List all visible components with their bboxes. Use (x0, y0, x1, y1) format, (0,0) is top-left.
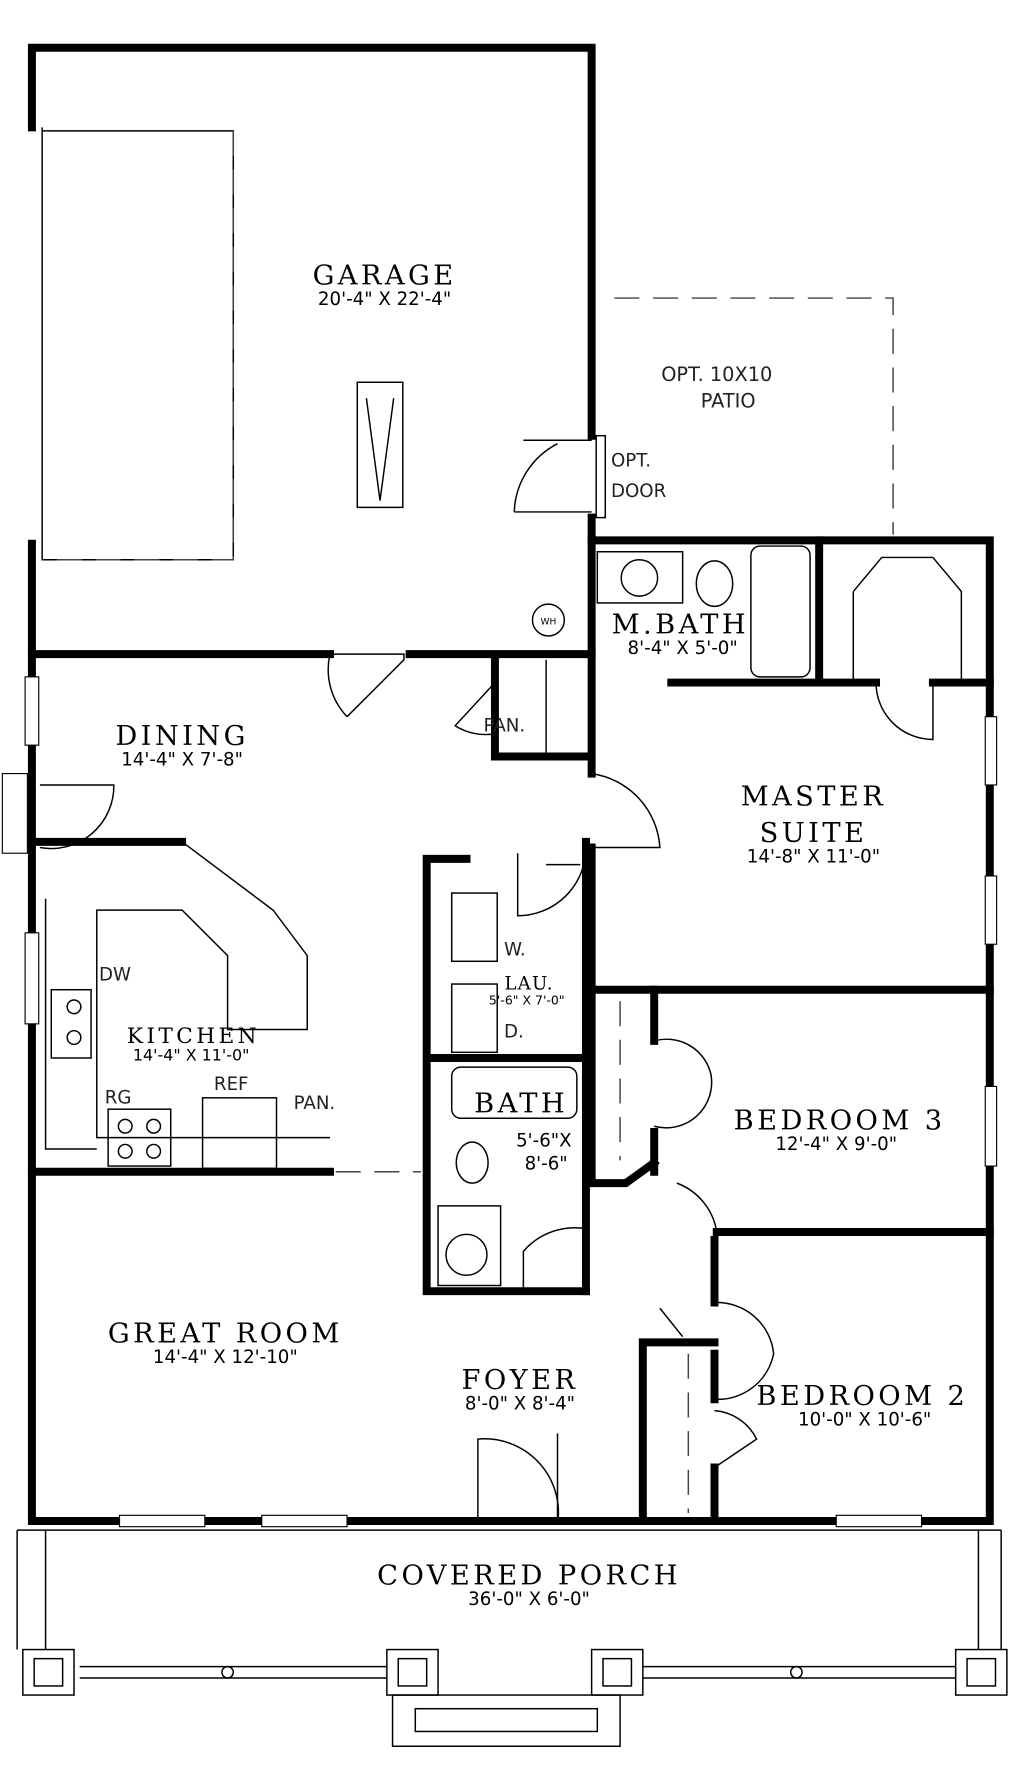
opt-door-note: OPT. (611, 450, 651, 471)
dishwasher-label: DW (99, 965, 131, 986)
pantry-label: PAN. (484, 715, 526, 736)
room-dims-bath: 8'-6" (525, 1153, 568, 1174)
porch (16, 1529, 1008, 1747)
pantry-label: PAN. (294, 1093, 336, 1114)
room-dims-foyer: 8'-0" X 8'-4" (465, 1394, 575, 1415)
room-dims-kitchen: 14'-4" X 11'-0" (133, 1045, 250, 1064)
refrigerator-label: REF (214, 1074, 249, 1095)
room-name-bedroom3: BEDROOM 3 (734, 1106, 946, 1137)
patio-note: OPT. 10X10 (661, 363, 772, 386)
room-name-dining: DINING (115, 721, 249, 752)
room-dims-bedroom3: 12'-4" X 9'-0" (775, 1134, 897, 1155)
patio-note: PATIO (701, 389, 756, 412)
room-name-master-bath: M.BATH (612, 610, 749, 641)
thin-lines (39, 127, 963, 1525)
room-name-foyer: FOYER (462, 1365, 579, 1396)
room-dims-porch: 36'-0" X 6'-0" (468, 1589, 590, 1610)
dryer-label: D. (504, 1022, 524, 1043)
room-dims-master-suite: 14'-8" X 11'-0" (747, 846, 880, 867)
room-name-bedroom2: BEDROOM 2 (756, 1381, 968, 1412)
windows (1, 676, 998, 1528)
labels: GARAGE 20'-4" X 22'-4" OPT. 10X10 PATIO … (99, 260, 968, 1610)
room-name-master-suite: MASTER (741, 781, 887, 812)
room-dims-garage: 20'-4" X 22'-4" (318, 289, 451, 310)
room-dims-laundry: 5'-6" X 7'-0" (489, 993, 565, 1008)
room-name-bath: BATH (474, 1089, 568, 1120)
room-name-garage: GARAGE (313, 260, 457, 291)
range-label: RG (105, 1087, 132, 1108)
room-dims-master-bath: 8'-4" X 5'-0" (628, 638, 738, 659)
room-dims-bedroom2: 10'-0" X 10'-6" (798, 1409, 931, 1430)
room-name-porch: COVERED PORCH (377, 1561, 681, 1592)
walls (27, 43, 994, 1525)
washer-label: W. (504, 940, 526, 961)
room-name-master-suite: SUITE (760, 818, 868, 849)
room-name-laundry: LAU. (504, 974, 553, 995)
room-name-kitchen: KITCHEN (127, 1024, 260, 1049)
room-dims-bath: 5'-6"X (516, 1131, 572, 1152)
room-dims-great-room: 14'-4" X 12'-10" (153, 1347, 298, 1368)
water-heater-label: WH (540, 618, 556, 628)
opt-door-note: DOOR (611, 481, 667, 502)
room-dims-dining: 14'-4" X 7'-8" (121, 750, 243, 771)
room-name-great-room: GREAT ROOM (108, 1318, 343, 1349)
